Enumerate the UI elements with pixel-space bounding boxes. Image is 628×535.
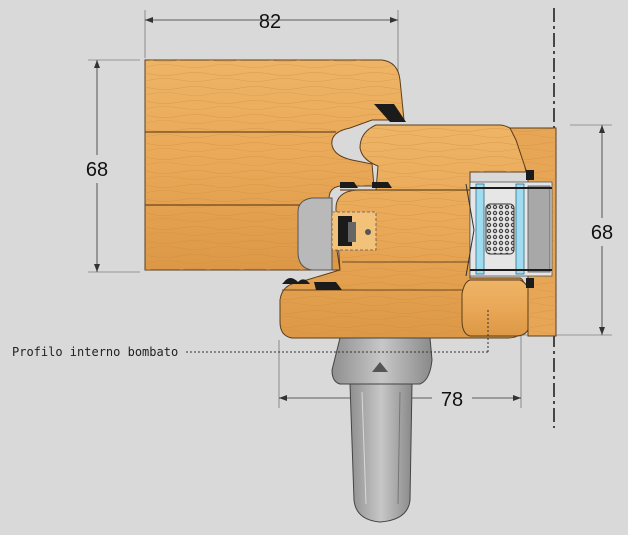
callout-leader: Profilo interno bombato: [12, 310, 489, 359]
glass-unit: [465, 181, 553, 277]
dimension-right-label: 68: [591, 222, 613, 244]
dimension-top: 82: [144, 10, 399, 90]
frame-wood: [144, 59, 405, 271]
dimension-bottom-label: 78: [441, 389, 463, 411]
dimension-left: 68: [82, 59, 140, 273]
hardware-fitting: [297, 197, 377, 271]
dimension-left-label: 68: [86, 159, 108, 181]
handle: [331, 337, 433, 523]
callout-label: Profilo interno bombato: [12, 345, 178, 359]
dimension-top-label: 82: [259, 11, 281, 33]
gaskets: [282, 104, 534, 290]
